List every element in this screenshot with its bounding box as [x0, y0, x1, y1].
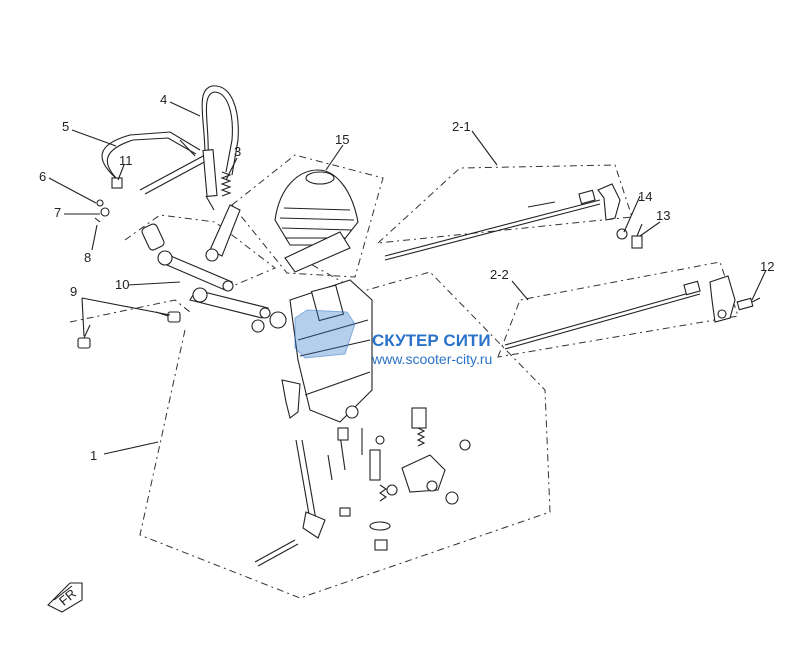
- group-outline-linkage: [124, 214, 276, 286]
- small-fasteners: [94, 177, 165, 251]
- callout-11: 11: [119, 153, 133, 168]
- callout-1: 1: [90, 448, 97, 463]
- callout-labels: 1 2-1 2-2 3 4 5 6 7 8 9 10 11 12 13 14 1…: [39, 92, 774, 463]
- watermark-title: СКУТЕР СИТИ: [372, 331, 491, 350]
- group-outline-bolts: [69, 299, 191, 323]
- shift-rod-2-1: [384, 183, 643, 261]
- callout-10: 10: [115, 277, 129, 292]
- callout-8: 8: [84, 250, 91, 265]
- watermark: СКУТЕР СИТИ www.scooter-city.ru: [294, 309, 492, 367]
- callout-2-1: 2-1: [452, 119, 471, 134]
- group-outlines: [69, 154, 739, 599]
- spring-3: [220, 171, 232, 197]
- group-outline-15: [231, 154, 384, 278]
- callout-leaders: [48, 101, 767, 455]
- callout-14: 14: [638, 189, 652, 204]
- shift-linkage-10: [157, 204, 271, 319]
- callout-7: 7: [54, 205, 61, 220]
- detent-block: [386, 407, 471, 505]
- callout-4: 4: [160, 92, 167, 107]
- callout-2-2: 2-2: [490, 267, 509, 282]
- studs: [327, 427, 387, 502]
- callout-12: 12: [760, 259, 774, 274]
- callout-6: 6: [39, 169, 46, 184]
- callout-15: 15: [335, 132, 349, 147]
- callout-9: 9: [70, 284, 77, 299]
- callout-5: 5: [62, 119, 69, 134]
- group-outline-2-1: [376, 164, 633, 244]
- callout-3: 3: [234, 144, 241, 159]
- lower-shift-lever: [254, 439, 391, 567]
- watermark-url: www.scooter-city.ru: [371, 351, 492, 367]
- shift-cable: [101, 85, 239, 211]
- callout-13: 13: [656, 208, 670, 223]
- group-outline-1: [139, 257, 551, 599]
- rubber-boot-15: [274, 169, 359, 273]
- group-outline-2-2: [497, 261, 739, 358]
- shift-rod-2-2: [504, 275, 761, 350]
- watermark-logo-icon: [294, 309, 356, 359]
- front-arrow-icon: FR: [47, 582, 83, 613]
